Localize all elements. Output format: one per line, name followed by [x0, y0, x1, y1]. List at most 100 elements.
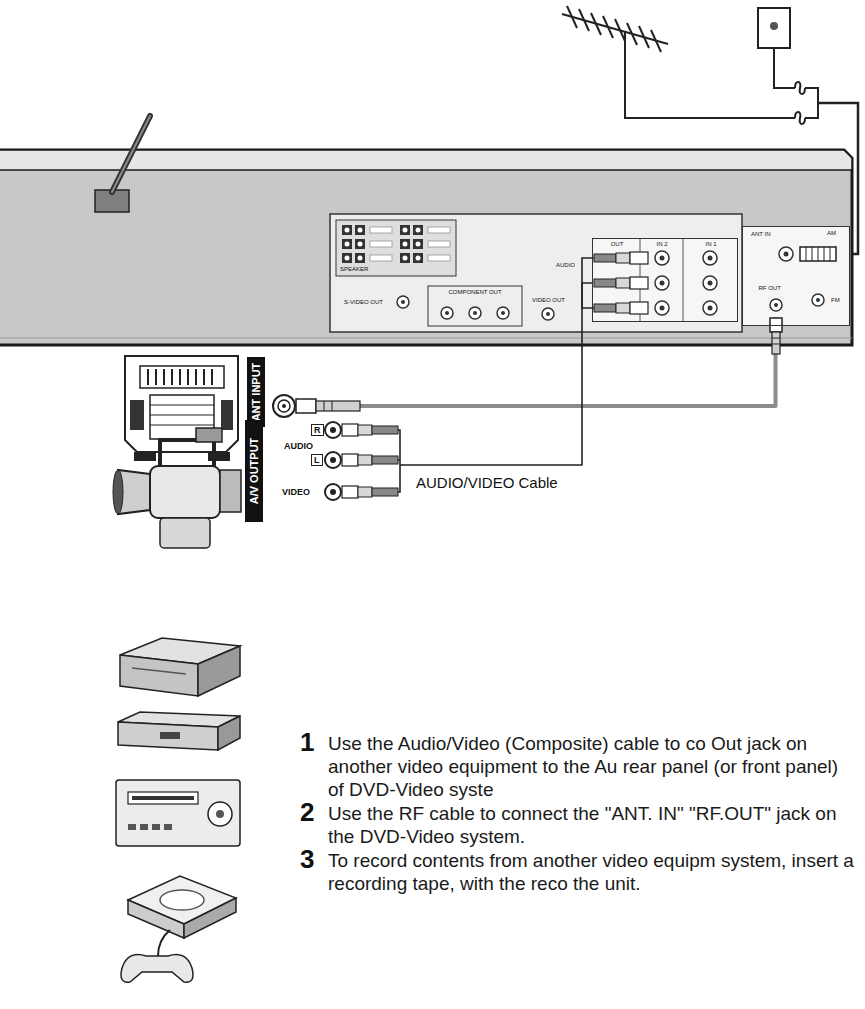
camcorder-plugs [342, 454, 358, 466]
speaker-terminals [400, 253, 410, 263]
camcorder [325, 422, 341, 438]
av-input-plugs [630, 277, 648, 289]
speaker-terminals [416, 242, 421, 247]
camcorder [150, 466, 220, 518]
speaker-terminals [403, 228, 408, 233]
speaker-terminals [345, 256, 350, 261]
vcr [128, 824, 136, 830]
s-video-jack [397, 296, 409, 308]
av-input-jacks: OUTIN 2IN 1 [592, 238, 738, 322]
camcorder [113, 470, 123, 514]
cable-label: AUDIO/VIDEO Cable [414, 474, 560, 491]
av-input-panel [708, 281, 713, 286]
television [195, 369, 197, 385]
television: ANT INPUT [113, 350, 360, 470]
vcr [140, 824, 148, 830]
television [163, 369, 165, 385]
television [203, 369, 205, 385]
camcorder [160, 518, 210, 548]
rf-plug [772, 344, 780, 345]
camcorder: A/V OUTPUT [243, 416, 404, 526]
speaker-terminals [355, 239, 365, 249]
video-out-jack [542, 308, 554, 320]
speaker-terminals [358, 242, 363, 247]
av-input-panel [660, 306, 665, 311]
tv-rf-plug [332, 401, 333, 411]
av-input-panel [655, 251, 669, 265]
step-number: 2 [300, 798, 314, 826]
connector-label: AUDIO [284, 441, 313, 451]
av-input-plugs [630, 302, 648, 314]
component-video-jacks [428, 286, 522, 326]
dvd-vcr-chassis [0, 150, 852, 345]
tv-rf-plug [296, 399, 360, 413]
panel-label: COMPONENT OUT [448, 289, 501, 296]
antenna-terminal-panel [784, 252, 789, 257]
camcorder [330, 427, 336, 433]
component-video-jacks [497, 307, 509, 319]
camcorder-plugs [398, 459, 400, 461]
camcorder-plugs [358, 487, 372, 497]
antenna-terminal-panel [742, 226, 850, 326]
television [134, 452, 156, 461]
wall-outlet [774, 48, 795, 88]
speaker-terminals [413, 253, 423, 263]
av-input-panel [708, 256, 713, 261]
television [221, 400, 233, 430]
camcorder-plugs [342, 424, 358, 436]
speaker-terminals [342, 253, 352, 263]
speaker-terminals [342, 239, 352, 249]
camcorder [196, 428, 222, 442]
dvd-player [198, 646, 240, 696]
av-input-plugs [594, 279, 616, 287]
rf-plug [770, 318, 782, 354]
av-input-panel [660, 256, 665, 261]
jack-label: RF OUT [759, 285, 781, 292]
dvd-vcr-chassis [0, 338, 852, 339]
dvd-player [120, 655, 198, 696]
television [147, 369, 149, 385]
antenna-terminal-panel [818, 247, 819, 261]
antenna-terminal-panel [824, 247, 825, 261]
connector-label: R [311, 424, 324, 436]
camcorder [113, 422, 341, 548]
satellite-receiver [218, 716, 240, 750]
speaker-terminals [370, 255, 392, 261]
video-out-jack [546, 312, 550, 316]
camcorder [330, 457, 336, 463]
camcorder-plugs [400, 464, 404, 466]
camcorder-plugs [358, 425, 372, 435]
game-console [121, 955, 193, 983]
camcorder-plugs [372, 488, 398, 496]
component-video-jacks [445, 311, 449, 315]
antenna [562, 6, 795, 118]
jack-label: OUT [611, 241, 624, 248]
antenna [591, 13, 601, 35]
television [125, 356, 238, 452]
antenna-terminal-panel [812, 294, 824, 306]
rf-out-jack: RF OUT [752, 282, 800, 318]
instruction-text: To record contents from another video eq… [328, 849, 858, 895]
antenna-terminal-panel [774, 303, 778, 307]
antenna-terminal-panel [812, 247, 813, 261]
av-input-plugs [616, 253, 630, 263]
television [208, 452, 230, 461]
power-cord [112, 116, 150, 192]
antenna-terminal-panel [779, 247, 793, 261]
antenna-terminal-panel [830, 247, 831, 261]
av-input-panel [660, 281, 665, 286]
speaker-terminals [336, 220, 456, 276]
satellite-receiver [118, 712, 240, 750]
av-cable [404, 283, 592, 465]
camcorder-plugs [372, 426, 398, 434]
input-label: ANT INPUT [250, 363, 263, 422]
speaker-terminals [400, 225, 410, 235]
vcr [208, 802, 232, 826]
wall-outlet [758, 8, 795, 88]
speaker-terminals [358, 256, 363, 261]
connector-label: L [311, 454, 323, 466]
speaker-terminals [416, 256, 421, 261]
speaker-terminals [428, 255, 450, 261]
speaker-terminals [403, 242, 408, 247]
